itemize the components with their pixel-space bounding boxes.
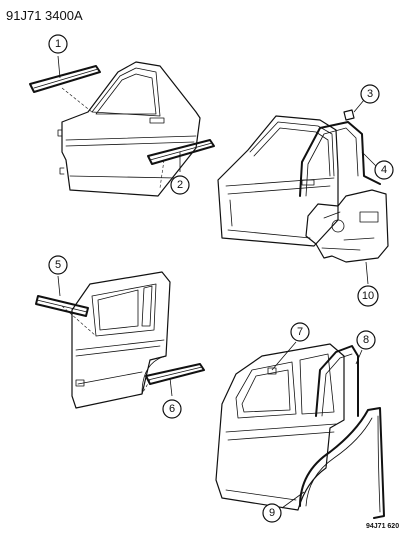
callout-7: 7	[290, 322, 310, 342]
callout-4: 4	[374, 160, 394, 180]
callout-6: 6	[162, 399, 182, 419]
svg-text:1: 1	[55, 38, 61, 50]
callout-8: 8	[356, 330, 376, 350]
rear-door-inner-view	[215, 343, 345, 511]
diagram-header-code: 91J71 3400A	[6, 8, 83, 23]
part-weatherstrip-clip	[343, 109, 355, 121]
svg-text:9: 9	[269, 507, 275, 519]
callout-10: 10	[357, 285, 379, 307]
part-primary-door-weatherstrip	[299, 407, 385, 519]
rear-door-outer-view	[71, 271, 171, 409]
svg-text:6: 6	[169, 403, 175, 415]
svg-text:3: 3	[367, 88, 373, 100]
callout-9: 9	[262, 503, 282, 523]
svg-text:5: 5	[55, 259, 61, 271]
svg-text:8: 8	[363, 334, 369, 346]
part-watershield	[305, 189, 389, 263]
callout-1: 1	[48, 34, 68, 54]
leader-line-1	[61, 87, 93, 113]
svg-text:4: 4	[381, 164, 387, 176]
callout-5: 5	[48, 255, 68, 275]
leader-line-6	[141, 379, 151, 395]
callout-3: 3	[360, 84, 380, 104]
part-glass-run-weatherstrip	[299, 121, 381, 197]
leader-line-5	[61, 305, 97, 337]
part-rear-sill-molding	[145, 363, 205, 385]
leader-line-2	[159, 159, 165, 189]
part-outer-belt-molding	[29, 65, 101, 93]
part-sill-molding	[147, 139, 215, 165]
front-door-inner-view	[217, 115, 339, 247]
part-door-frame-weatherstrip	[315, 345, 359, 417]
svg-text:10: 10	[362, 290, 374, 302]
front-door-outer-view	[57, 61, 201, 197]
svg-text:7: 7	[297, 326, 303, 338]
diagram-footer-code: 94J71 620	[366, 523, 399, 530]
callout-2: 2	[170, 175, 190, 195]
svg-text:2: 2	[177, 179, 183, 191]
